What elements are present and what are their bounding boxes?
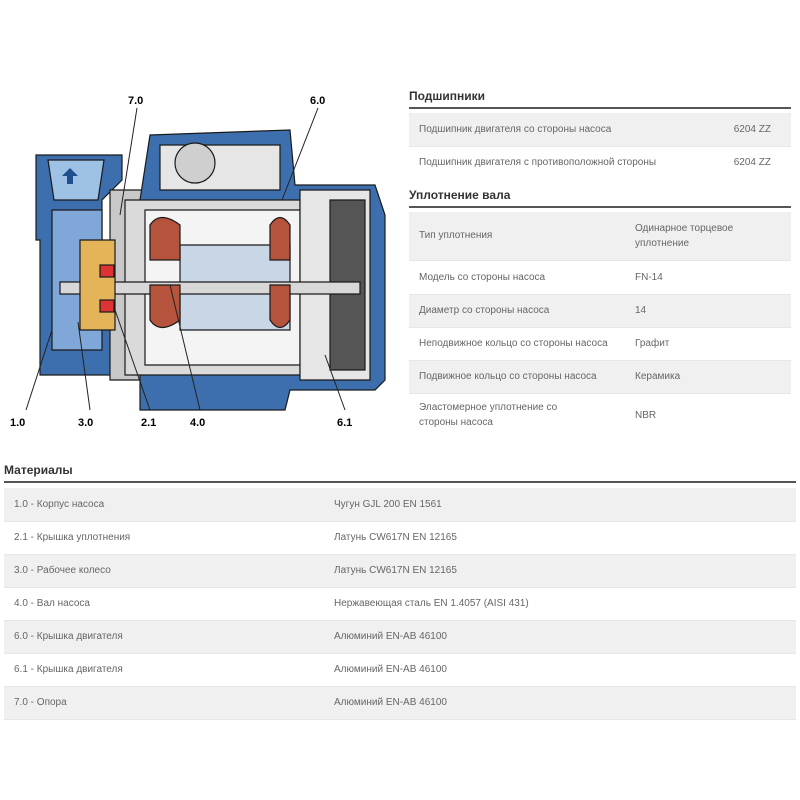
row-value: 14: [635, 305, 647, 316]
row-label: Тип уплотнения: [419, 230, 493, 242]
row-label: Подшипник двигателя с противоположной ст…: [419, 156, 657, 168]
table-row: Модель со стороны насоса FN-14: [409, 260, 791, 294]
table-row: 4.0 - Вал насоса Нержавеющая сталь EN 1.4…: [4, 587, 796, 620]
row-label: 2.1 - Крышка уплотнения: [14, 532, 131, 543]
bearings-table: Подшипник двигателя со стороны насоса 620…: [409, 113, 791, 178]
row-label: 6.1 - Крышка двигателя: [14, 664, 123, 675]
table-row: 7.0 - Опора Алюминий EN-AB 46100: [4, 686, 796, 719]
label-1-0: 1.0: [10, 417, 25, 429]
row-value: Алюминий EN-AB 46100: [334, 664, 447, 675]
label-4-0: 4.0: [190, 417, 205, 429]
row-label: 3.0 - Рабочее колесо: [14, 565, 111, 576]
table-row: Эластомерное уплотнение со стороны насос…: [409, 393, 791, 437]
label-2-1: 2.1: [141, 417, 156, 429]
row-label: Эластомерное уплотнение со стороны насос…: [419, 402, 558, 429]
row-label: 6.0 - Крышка двигателя: [14, 631, 123, 642]
label-7-0: 7.0: [128, 95, 143, 107]
table-row: Неподвижное кольцо со стороны насоса Граф…: [409, 327, 791, 360]
table-row: 6.1 - Крышка двигателя Алюминий EN-AB 461…: [4, 653, 796, 686]
bearings-heading: Подшипники: [409, 89, 791, 109]
row-label: Неподвижное кольцо со стороны насоса: [419, 338, 608, 349]
table-row: 3.0 - Рабочее колесо Латунь CW617N EN 121…: [4, 554, 796, 587]
row-value: Керамика: [635, 371, 681, 382]
row-value: Графит: [635, 338, 670, 349]
row-value: NBR: [635, 409, 657, 421]
table-row: Тип уплотнения Одинарное торцевое уплотне…: [409, 212, 791, 260]
table-row: Подшипник двигателя со стороны насоса 620…: [409, 113, 791, 146]
row-value: Алюминий EN-AB 46100: [334, 697, 447, 708]
label-6-1: 6.1: [337, 417, 352, 429]
seal-table: Тип уплотнения Одинарное торцевое уплотне…: [409, 212, 791, 437]
row-value: 6204 ZZ: [733, 156, 771, 168]
row-label: 1.0 - Корпус насоса: [14, 498, 105, 510]
row-label: 4.0 - Вал насоса: [14, 598, 90, 609]
row-value: FN-14: [635, 271, 663, 283]
table-row: Диаметр со стороны насоса 14: [409, 294, 791, 327]
seal-heading: Уплотнение вала: [409, 188, 791, 208]
materials-table: 1.0 - Корпус насоса Чугун GJL 200 EN 1561…: [4, 488, 796, 720]
row-label: Модель со стороны насоса: [419, 271, 546, 283]
row-value: Нержавеющая сталь EN 1.4057 (AISI 431): [334, 598, 529, 609]
row-value: Чугун GJL 200 EN 1561: [334, 498, 442, 510]
row-label: 7.0 - Опора: [14, 697, 67, 708]
row-value: Одинарное торцевое уплотнение: [635, 222, 734, 249]
row-value: Латунь CW617N EN 12165: [334, 565, 457, 576]
table-row: Подшипник двигателя с противоположной ст…: [409, 146, 791, 178]
row-value: Латунь CW617N EN 12165: [334, 532, 457, 543]
label-3-0: 3.0: [78, 417, 93, 429]
table-row: Подвижное кольцо со стороны насоса Керами…: [409, 360, 791, 393]
row-label: Подшипник двигателя со стороны насоса: [419, 123, 612, 135]
materials-heading: Материалы: [4, 463, 796, 483]
table-row: 2.1 - Крышка уплотнения Латунь CW617N EN …: [4, 521, 796, 554]
row-label: Подвижное кольцо со стороны насоса: [419, 371, 597, 382]
label-6-0: 6.0: [310, 95, 325, 107]
row-label: Диаметр со стороны насоса: [419, 305, 550, 316]
pump-diagram: 1.0 3.0 2.1 4.0 6.1 7.0 6.0: [0, 85, 400, 435]
table-row: 6.0 - Крышка двигателя Алюминий EN-AB 461…: [4, 620, 796, 653]
row-value: 6204 ZZ: [733, 123, 771, 135]
row-value: Алюминий EN-AB 46100: [334, 631, 447, 642]
table-row: 1.0 - Корпус насоса Чугун GJL 200 EN 1561: [4, 488, 796, 521]
